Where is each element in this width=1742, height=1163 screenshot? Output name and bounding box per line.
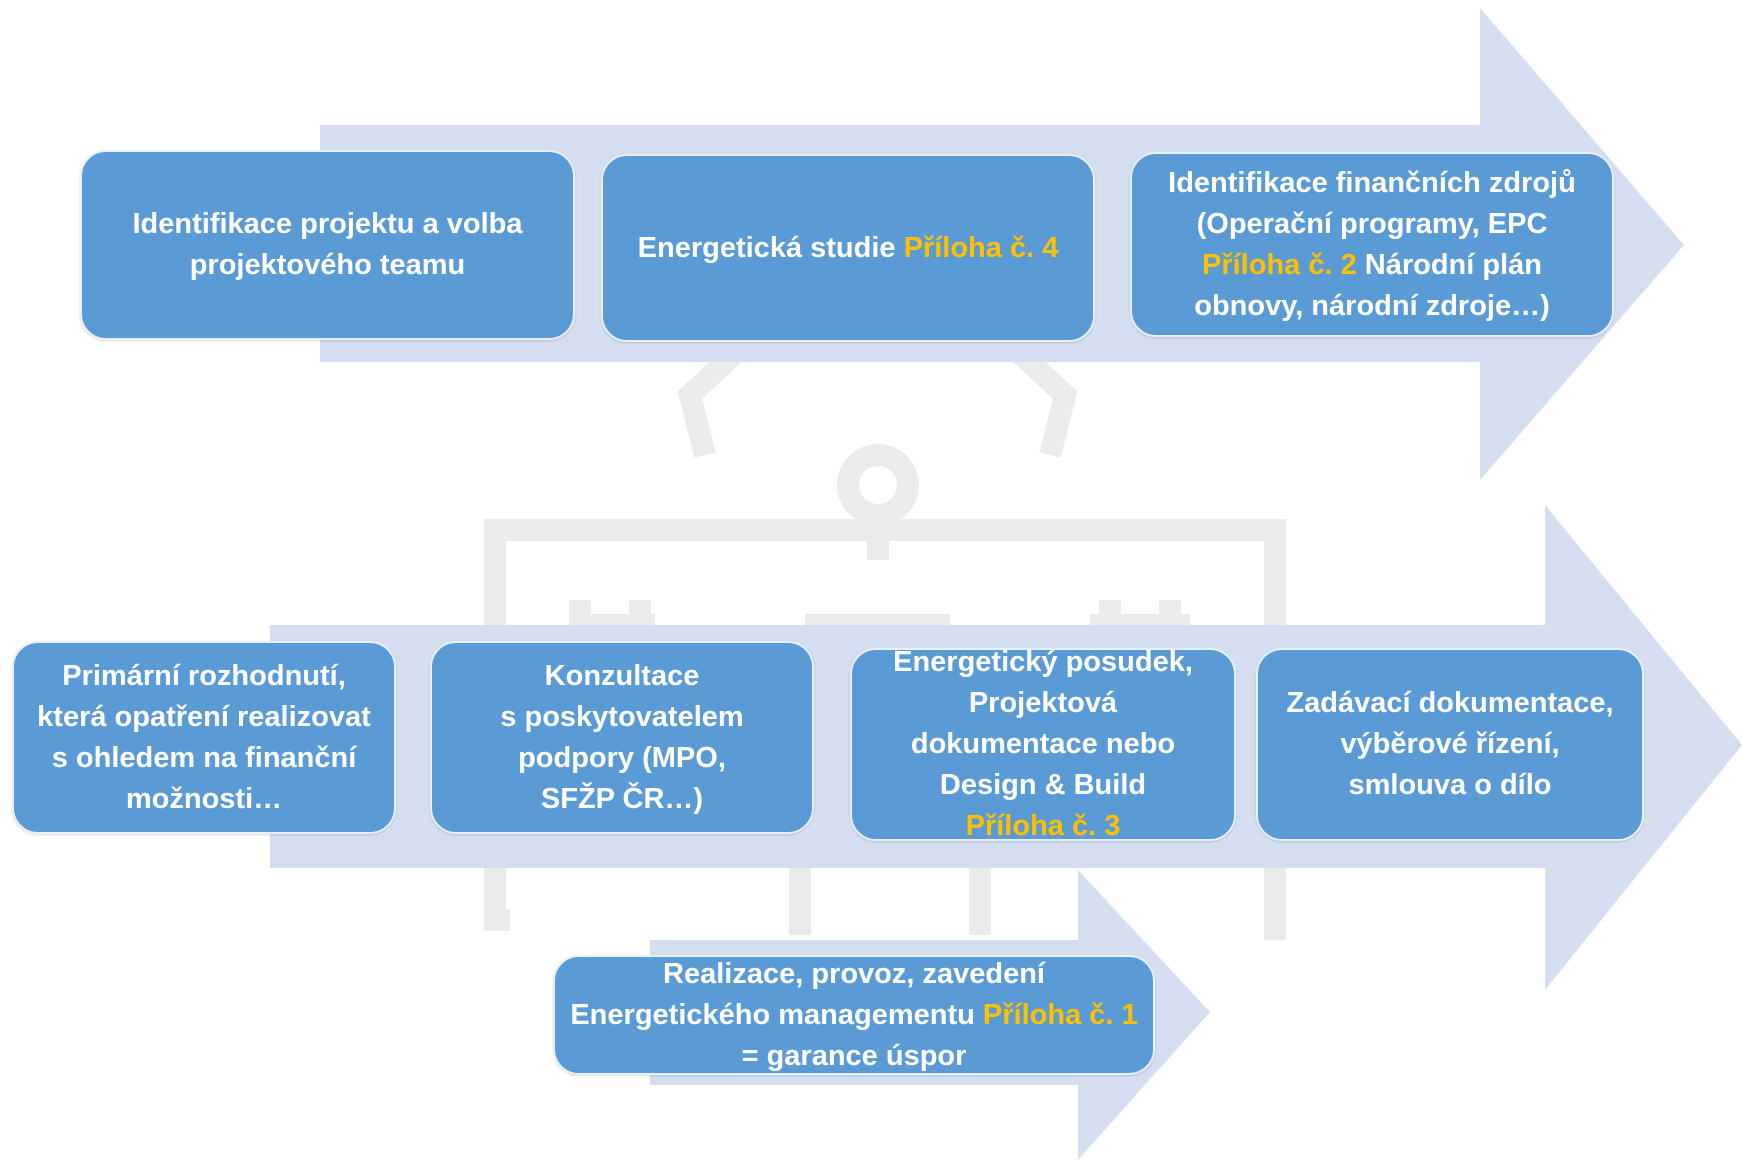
step-label: Identifikace projektu a volba projektové… [132,208,523,281]
step-primary-decision: Primární rozhodnutí, která opatření real… [12,641,396,834]
step-label: Energetický posudek, Projektová dokument… [893,646,1193,801]
step-label: Národní plán obnovy, národní zdroje…) [1194,248,1550,322]
step-label: = garance úspor [741,1039,967,1072]
step-heading: Konzultace [544,659,700,692]
step-energy-study: Energetická studie Příloha č. 4 [601,154,1095,342]
annex-4-link[interactable]: Příloha č. 4 [903,231,1059,264]
step-consultation: Konzultace s poskytovatelem podpory (MPO… [430,641,814,834]
annex-3-link[interactable]: Příloha č. 3 [965,810,1121,842]
step-energy-assessment: Energetický posudek, Projektová dokument… [850,646,1236,842]
step-project-identification: Identifikace projektu a volba projektové… [80,150,575,340]
annex-2-link[interactable]: Příloha č. 2 [1201,248,1357,281]
step-label: Primární rozhodnutí, která opatření real… [37,659,371,815]
step-tender-documentation: Zadávací dokumentace, výběrové řízení, s… [1256,648,1644,841]
step-financial-sources: Identifikace finančních zdrojů (Operační… [1130,152,1614,337]
annex-1-link[interactable]: Příloha č. 1 [982,998,1138,1031]
step-heading: Identifikace finančních zdrojů [1168,166,1576,199]
step-label: Energetická studie [637,231,904,264]
step-label: (Operační programy, EPC [1196,207,1548,240]
step-label: s poskytovatelem podpory (MPO, SFŽP ČR…) [500,700,744,815]
step-implementation: Realizace, provoz, zavedení Energetickéh… [553,955,1155,1075]
step-label: Zadávací dokumentace, výběrové řízení, s… [1286,687,1614,801]
step-label: Realizace, provoz, zavedení Energetickéh… [570,957,1045,1031]
